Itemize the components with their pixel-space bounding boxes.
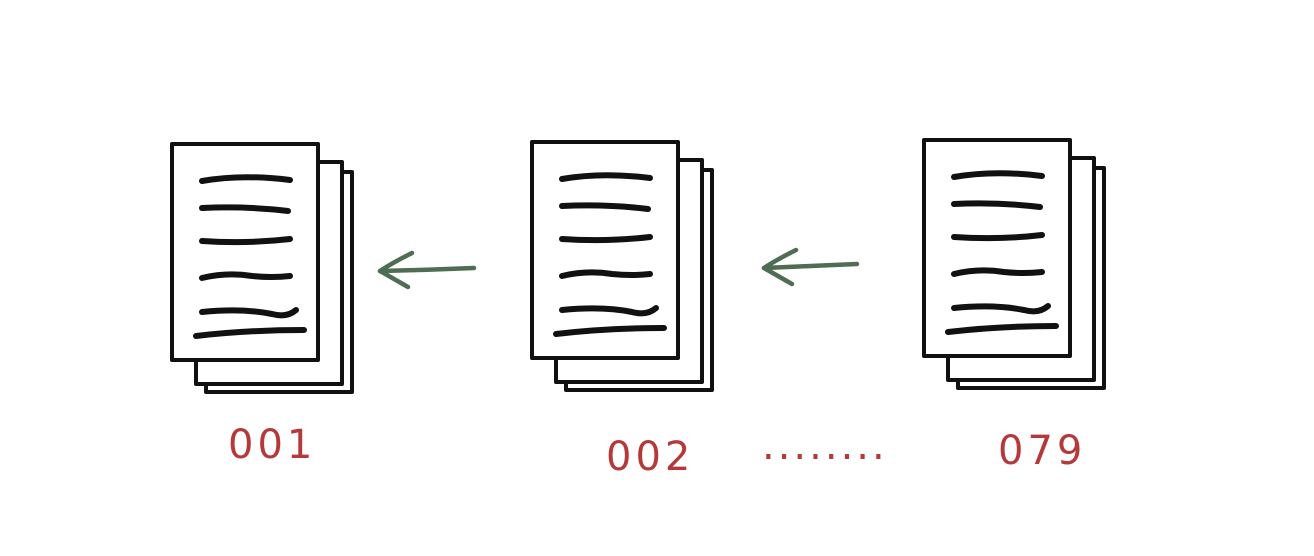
text-line <box>559 172 653 182</box>
text-line <box>559 202 651 212</box>
text-line <box>199 204 291 214</box>
text-line <box>193 327 307 339</box>
arrow-head <box>377 250 415 290</box>
document-stack-icon <box>922 138 1106 390</box>
text-line <box>199 271 293 281</box>
text-line <box>559 305 659 317</box>
text-line <box>559 234 653 244</box>
document-stack-icon <box>530 140 714 392</box>
document-label: 002 <box>606 434 695 480</box>
text-line <box>199 174 293 184</box>
text-line <box>951 200 1043 210</box>
arrow-shaft <box>377 265 477 274</box>
text-line <box>945 323 1059 335</box>
arrow-left-icon <box>761 247 860 287</box>
ellipsis-dots: ........ <box>762 423 888 469</box>
arrow-shaft <box>761 261 860 271</box>
arrow-head <box>761 247 799 287</box>
text-line <box>199 236 293 246</box>
arrow-left-icon <box>377 250 477 290</box>
document-label: 001 <box>228 422 317 468</box>
text-line <box>559 269 653 279</box>
text-line <box>951 303 1051 315</box>
text-line <box>951 267 1045 277</box>
text-line <box>951 170 1045 180</box>
text-line <box>199 307 299 319</box>
text-line <box>951 232 1045 242</box>
document-stack-icon <box>170 142 354 394</box>
document-label: 079 <box>998 428 1087 474</box>
text-line <box>553 325 667 337</box>
